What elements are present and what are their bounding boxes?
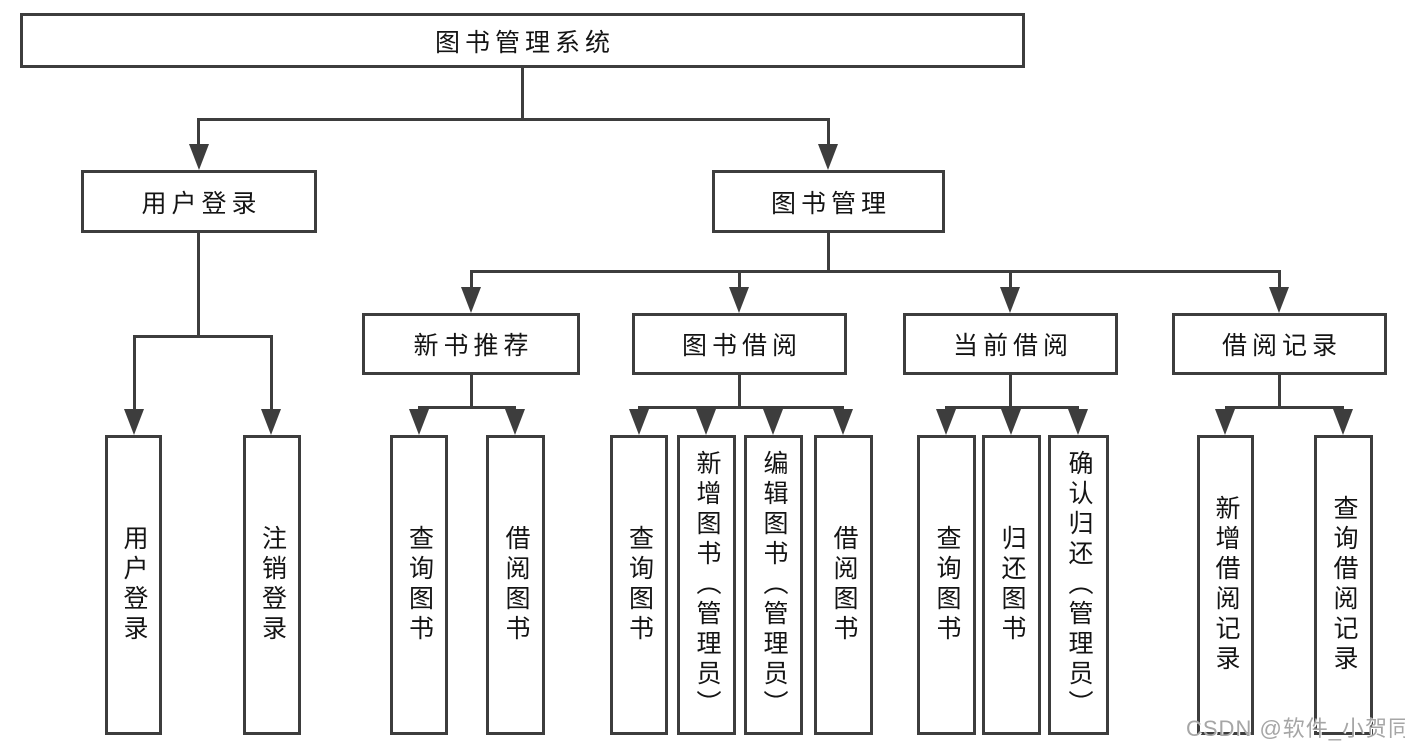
connector-line <box>470 270 1280 273</box>
connector-line <box>1009 375 1012 408</box>
leaf-borrow-add-books-admin: 新增图书（管理员） <box>677 435 736 735</box>
leaf-label: 查询图书 <box>405 525 434 645</box>
arrowhead-icon <box>763 409 783 435</box>
arrowhead-icon <box>696 409 716 435</box>
leaf-label: 编辑图书（管理员） <box>760 450 788 720</box>
arrowhead-icon <box>1215 409 1235 435</box>
connector-line <box>197 118 200 148</box>
connector-line <box>470 270 473 289</box>
arrowhead-icon <box>1333 409 1353 435</box>
leaf-logout: 注销登录 <box>243 435 301 735</box>
leaf-label: 用户登录 <box>120 525 148 645</box>
node-label: 新书推荐 <box>413 332 534 360</box>
arrowhead-icon <box>1269 287 1289 313</box>
arrowhead-icon <box>261 409 281 435</box>
leaf-label: 查询图书 <box>933 525 961 645</box>
node-label: 用户登录 <box>141 189 262 218</box>
leaf-borrow-borrow-books: 借阅图书 <box>814 435 873 735</box>
connector-line <box>638 406 844 409</box>
node-label: 图书管理 <box>770 189 891 218</box>
node-current-borrowing: 当前借阅 <box>903 313 1118 375</box>
arrowhead-icon <box>124 409 144 435</box>
connector-line <box>133 335 136 409</box>
node-label: 图书借阅 <box>681 332 802 360</box>
node-book-management: 图书管理 <box>712 170 945 233</box>
node-root: 图书管理系统 <box>20 13 1025 68</box>
arrowhead-icon <box>1000 287 1020 313</box>
arrowhead-icon <box>505 409 525 435</box>
arrowhead-icon <box>833 409 853 435</box>
node-borrowing-records: 借阅记录 <box>1172 313 1387 375</box>
arrowhead-icon <box>1068 409 1088 435</box>
arrowhead-icon <box>1001 409 1021 435</box>
connector-line <box>1225 406 1344 409</box>
node-label: 借阅记录 <box>1221 332 1342 360</box>
leaf-user-login: 用户登录 <box>105 435 162 735</box>
connector-line <box>945 406 1079 409</box>
connector-line <box>470 375 473 408</box>
connector-line <box>197 233 200 337</box>
leaf-records-query-record: 查询借阅记录 <box>1314 435 1373 735</box>
arrowhead-icon <box>729 287 749 313</box>
leaf-current-confirm-return-admin: 确认归还（管理员） <box>1048 435 1109 735</box>
leaf-label: 确认归还（管理员） <box>1065 450 1093 720</box>
connector-line <box>133 335 273 338</box>
arrowhead-icon <box>629 409 649 435</box>
leaf-current-return-books: 归还图书 <box>982 435 1041 735</box>
connector-line <box>1009 270 1012 289</box>
leaf-label: 新增借阅记录 <box>1212 495 1240 675</box>
leaf-label: 查询借阅记录 <box>1330 495 1358 675</box>
leaf-newrec-borrow-books: 借阅图书 <box>486 435 545 735</box>
connector-line <box>521 68 524 120</box>
connector-line <box>827 233 830 272</box>
connector-line <box>1278 375 1281 408</box>
node-user-login: 用户登录 <box>81 170 317 233</box>
leaf-label: 借阅图书 <box>502 525 530 645</box>
arrowhead-icon <box>818 144 838 170</box>
connector-line <box>738 270 741 289</box>
leaf-newrec-query-books: 查询图书 <box>390 435 448 735</box>
connector-line <box>827 118 830 148</box>
csdn-watermark: CSDN @软件_小贺同学 <box>1186 716 1405 741</box>
arrowhead-icon <box>189 144 209 170</box>
node-book-borrowing: 图书借阅 <box>632 313 847 375</box>
leaf-borrow-edit-books-admin: 编辑图书（管理员） <box>744 435 803 735</box>
leaf-records-add-record: 新增借阅记录 <box>1197 435 1254 735</box>
leaf-label: 查询图书 <box>625 525 654 645</box>
connector-line <box>197 118 830 121</box>
connector-line <box>418 406 516 409</box>
arrowhead-icon <box>409 409 429 435</box>
leaf-current-query-books: 查询图书 <box>917 435 976 735</box>
node-label: 当前借阅 <box>952 332 1073 360</box>
leaf-label: 归还图书 <box>998 525 1026 645</box>
connector-line <box>1278 270 1281 289</box>
arrowhead-icon <box>936 409 956 435</box>
node-label: 图书管理系统 <box>434 28 615 57</box>
connector-line <box>738 375 741 408</box>
leaf-borrow-query-books: 查询图书 <box>610 435 668 735</box>
arrowhead-icon <box>461 287 481 313</box>
leaf-label: 注销登录 <box>258 525 287 645</box>
node-new-book-recommendation: 新书推荐 <box>362 313 580 375</box>
leaf-label: 新增图书（管理员） <box>693 450 721 720</box>
connector-line <box>270 335 273 409</box>
leaf-label: 借阅图书 <box>830 525 858 645</box>
